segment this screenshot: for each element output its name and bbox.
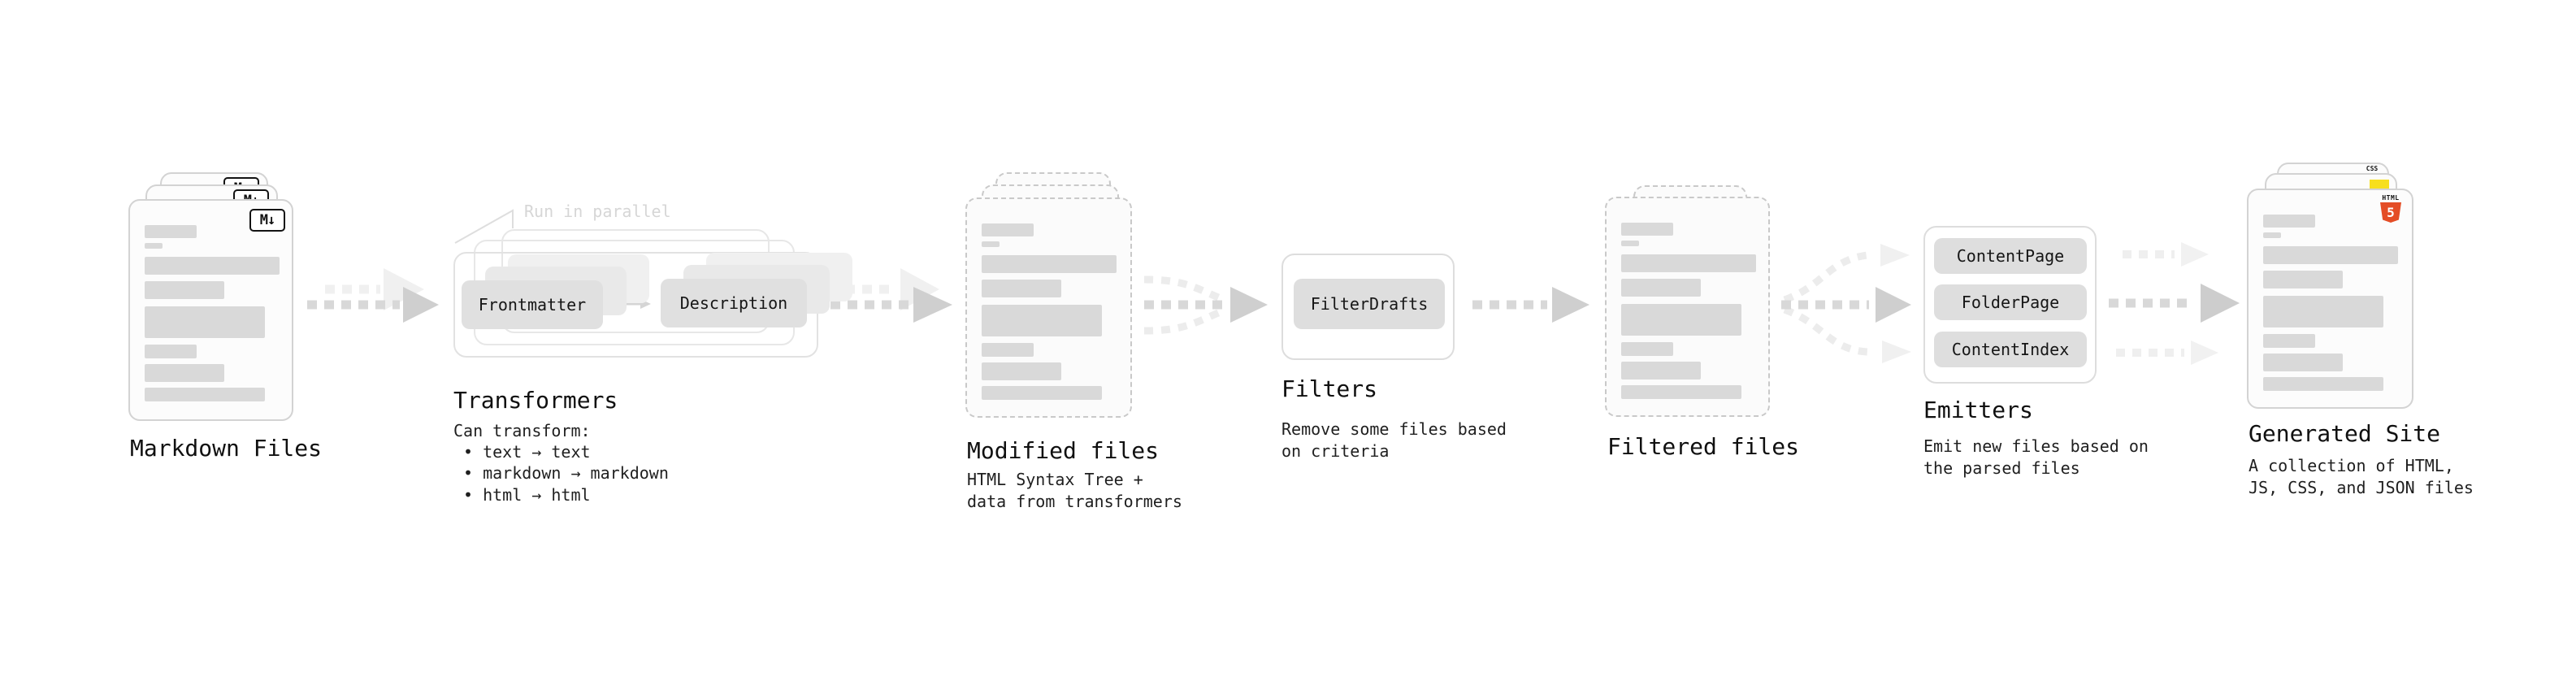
text-line-bar bbox=[982, 343, 1034, 357]
arrow-modified-to-filters-merge bbox=[1143, 275, 1268, 335]
text-line-bar bbox=[145, 243, 163, 249]
run-in-parallel-label: Run in parallel bbox=[524, 202, 671, 221]
text-line-bar bbox=[1621, 362, 1701, 380]
text-line-bar bbox=[1621, 342, 1673, 356]
site-file-card-front: HTML 5 bbox=[2247, 189, 2413, 409]
text-line-bar bbox=[2263, 215, 2315, 228]
text-line-bar bbox=[982, 362, 1061, 380]
markdown-files-stack: M↓ M↓ M↓ bbox=[128, 172, 299, 424]
arrow-markdown-to-transformers bbox=[307, 268, 439, 323]
text-line-bar bbox=[982, 223, 1034, 236]
filters-title: Filters bbox=[1281, 375, 1378, 402]
filtered-files-title: Filtered files bbox=[1607, 433, 1800, 460]
filters-box bbox=[1281, 254, 1455, 360]
description-node: Description bbox=[661, 279, 807, 327]
text-line-bar bbox=[2263, 334, 2315, 348]
emitters-desc: the parsed files bbox=[1923, 458, 2080, 478]
generated-site-stack: CSS HTML 5 bbox=[2247, 163, 2418, 414]
generated-site-title: Generated Site bbox=[2249, 420, 2441, 447]
folderpage-node: FolderPage bbox=[1934, 284, 2087, 320]
text-line-bar bbox=[1621, 304, 1741, 336]
arrow-filtered-to-emitters-fanout bbox=[1781, 244, 1911, 363]
contentindex-node: ContentIndex bbox=[1934, 332, 2087, 367]
modified-files-title: Modified files bbox=[967, 437, 1160, 464]
transformers-bullet: • html → html bbox=[463, 485, 591, 505]
arrow-filters-to-filtered bbox=[1472, 287, 1589, 323]
frontmatter-node: Frontmatter bbox=[462, 280, 603, 329]
text-line-bar bbox=[1621, 254, 1756, 272]
text-line-bar bbox=[2263, 232, 2281, 238]
text-line-bar bbox=[2263, 377, 2383, 391]
text-line-bar bbox=[145, 225, 197, 238]
text-line-bar bbox=[145, 281, 224, 299]
markdown-icon: M↓ bbox=[249, 209, 285, 232]
emitters-box bbox=[1923, 226, 2097, 384]
transformers-bullet: • text → text bbox=[463, 442, 591, 462]
text-line-bar bbox=[145, 364, 224, 382]
emitters-desc: Emit new files based on bbox=[1923, 436, 2149, 456]
text-line-bar bbox=[2263, 271, 2343, 288]
filtered-file-card-front bbox=[1605, 197, 1770, 417]
text-line-bar bbox=[145, 257, 280, 275]
modified-files-desc: HTML Syntax Tree + bbox=[967, 470, 1143, 489]
contentpage-node: ContentPage bbox=[1934, 238, 2087, 274]
text-line-bar bbox=[2263, 354, 2343, 371]
text-line-bar bbox=[1621, 279, 1701, 297]
text-line-bar bbox=[2263, 246, 2398, 264]
emitters-title: Emitters bbox=[1923, 397, 2033, 423]
transformers-title: Transformers bbox=[453, 387, 618, 414]
arrows-emitters-to-site bbox=[2109, 242, 2240, 365]
filtered-files-stack bbox=[1605, 185, 1776, 429]
markdown-files-title: Markdown Files bbox=[130, 435, 323, 462]
generated-site-desc: A collection of HTML, bbox=[2249, 456, 2454, 475]
arrow-transformers-to-modified bbox=[830, 268, 952, 323]
text-line-bar bbox=[982, 255, 1117, 273]
text-line-bar bbox=[982, 241, 1000, 247]
text-line-bar bbox=[982, 386, 1102, 400]
modified-file-card-front bbox=[965, 197, 1132, 418]
text-line-bar bbox=[145, 345, 197, 358]
generated-site-desc: JS, CSS, and JSON files bbox=[2249, 478, 2474, 497]
html5-icon: HTML 5 bbox=[2379, 194, 2402, 223]
text-line-bar bbox=[982, 280, 1061, 297]
text-line-bar bbox=[1621, 385, 1741, 399]
filterdrafts-node: FilterDrafts bbox=[1294, 279, 1445, 329]
text-line-bar bbox=[982, 305, 1102, 336]
text-line-bar bbox=[145, 388, 265, 401]
transformers-bullet: • markdown → markdown bbox=[463, 463, 669, 483]
filters-desc: Remove some files based bbox=[1281, 419, 1507, 439]
text-line-bar bbox=[1621, 223, 1673, 236]
modified-files-desc: data from transformers bbox=[967, 492, 1182, 511]
transformers-desc-heading: Can transform: bbox=[453, 421, 591, 440]
text-line-bar bbox=[2263, 296, 2383, 327]
filters-desc: on criteria bbox=[1281, 441, 1390, 461]
text-line-bar bbox=[145, 306, 265, 338]
markdown-file-card-front: M↓ bbox=[128, 199, 293, 421]
modified-files-stack bbox=[965, 172, 1136, 424]
text-line-bar bbox=[1621, 241, 1639, 246]
js-icon bbox=[2370, 180, 2389, 189]
run-in-parallel-leader-line bbox=[454, 209, 514, 244]
